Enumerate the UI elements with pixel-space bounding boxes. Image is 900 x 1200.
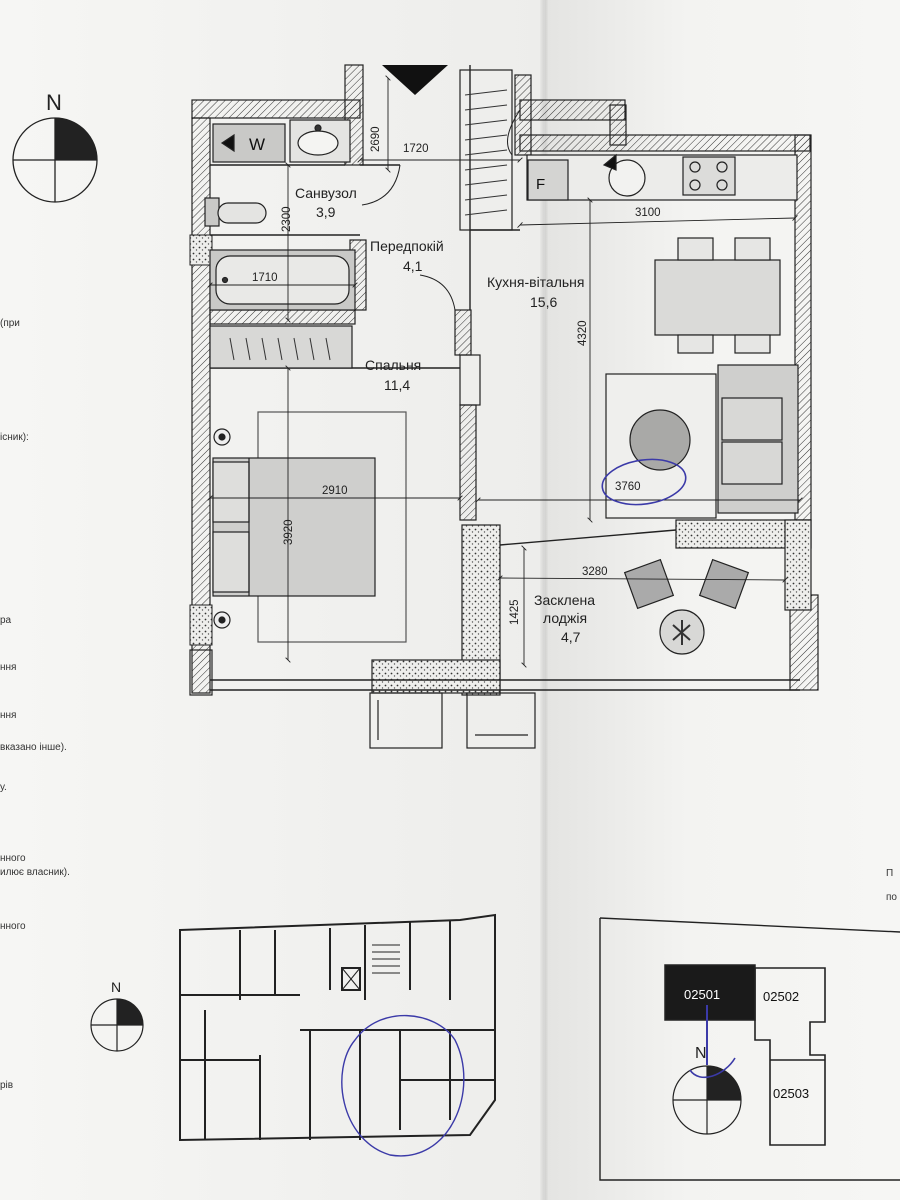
dim-2300: 2300 [281,206,293,232]
balcony-rails [189,649,536,749]
bed [212,411,407,643]
small-compass-icon [90,998,144,1052]
side-note: (при [0,318,20,329]
side-note: ра [0,615,12,626]
key-plan-north-label: N [695,1045,707,1062]
loggia-name-line2: лоджія [543,610,587,626]
side-note: рів [0,1080,14,1091]
paper-left-page [0,0,545,1200]
apt-02501-label: 02501 [684,987,720,1002]
dim-3760: 3760 [615,481,641,493]
dim-4320: 4320 [577,320,589,346]
key-plan-outline [754,967,826,1146]
apt-02503-label: 02503 [773,1086,809,1101]
loggia-furniture [623,558,750,655]
right-edge-note: П [886,868,894,879]
pen-scribble-mark [689,1057,736,1079]
dim-1710: 1710 [252,272,278,284]
north-label: N [46,90,62,115]
apt-02502-label: 02502 [763,989,799,1004]
north-compass-icon [12,117,98,203]
kitchen-name: Кухня-вітальня [487,274,585,290]
building-floor-plan [179,913,496,1142]
side-note: вказано інше). [0,742,67,753]
wardrobe [209,325,353,369]
side-note: нного [0,921,26,932]
dim-3920: 3920 [283,519,295,545]
concrete-walls [189,234,812,696]
pen-highlight-circle [341,1014,465,1157]
hallway-name: Передпокій [370,238,444,254]
dim-3100: 3100 [635,207,661,219]
dim-2910: 2910 [322,485,348,497]
right-edge-note: по [886,892,897,903]
dim-1720: 1720 [403,143,429,155]
dim-2690: 2690 [370,126,382,152]
small-north-label: N [111,979,121,995]
bedroom-name: Спальня [365,357,421,373]
bathroom-name: Санвузол [295,185,357,201]
side-note: у. [0,782,7,793]
side-note: ння [0,662,17,673]
bathroom-fixtures [204,119,356,311]
door-swings [361,109,521,311]
key-plan-frame [599,917,900,1181]
washer-label: W [249,135,265,154]
entrance-arrow-icon [382,65,448,95]
paper-fold [540,0,548,1200]
side-note: илює власник). [0,867,70,878]
bathroom-area: 3,9 [316,204,336,220]
hallway-area: 4,1 [403,258,423,274]
sofa-and-rug [605,364,799,519]
fridge-label: F [536,176,545,193]
bedroom-area: 11,4 [384,377,410,393]
kitchen-area: 15,6 [530,294,557,310]
key-plan-compass-icon [672,1005,742,1135]
side-note: ння [0,710,17,721]
stair-shaft [459,69,513,231]
side-note: нного [0,853,26,864]
loggia-area: 4,7 [561,629,581,645]
dimension-lines [210,78,800,665]
loggia-name-line1: Засклена [534,592,595,608]
kitchen-counter [526,153,798,201]
dining-table [654,237,781,354]
dim-1425: 1425 [509,599,521,625]
pen-circle-mark [601,458,687,506]
side-note: існик): [0,432,29,443]
dim-3280: 3280 [582,566,608,578]
